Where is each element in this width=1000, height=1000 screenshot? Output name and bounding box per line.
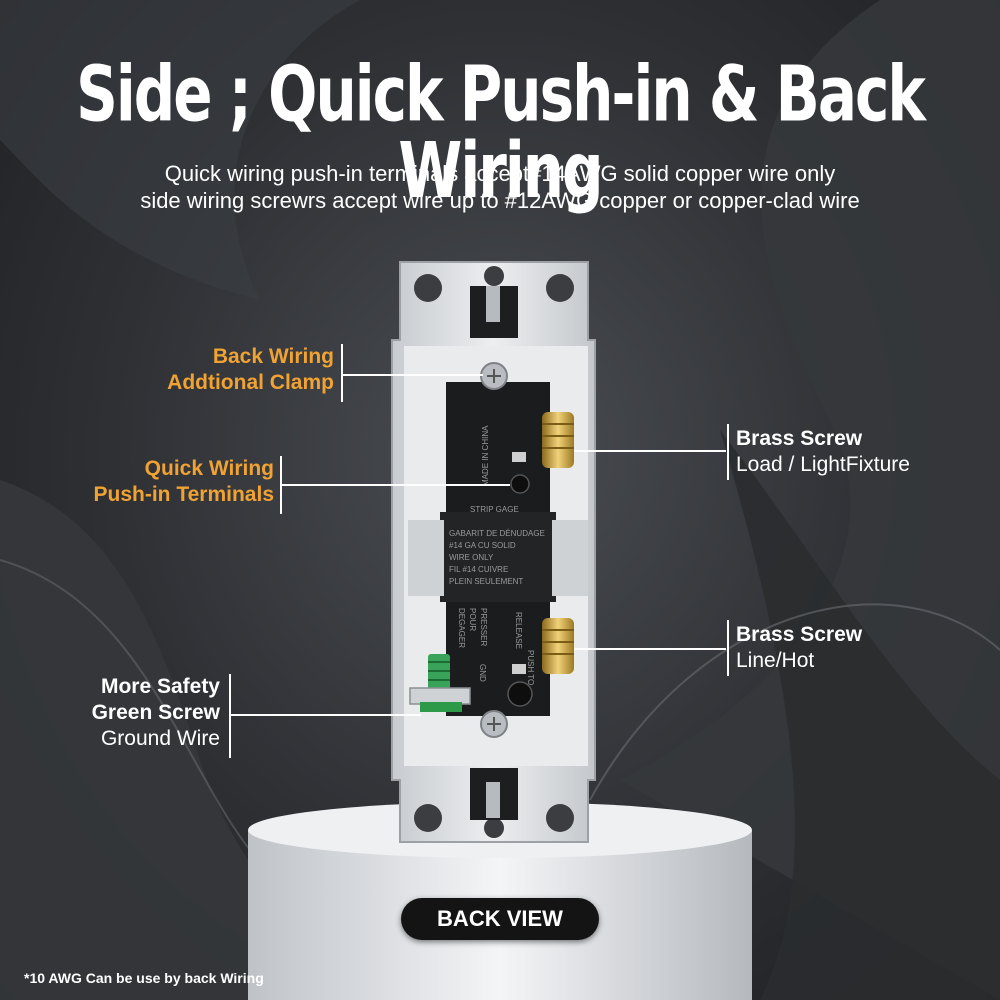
- callout-push-in: Quick Wiring Push-in Terminals: [20, 456, 274, 508]
- marking-gabarit-4: FIL #14 CUIVRE: [449, 565, 508, 574]
- subtitle-line-2: side wiring screwrs accept wire up to #1…: [140, 188, 860, 213]
- clamp-screw-icon: [480, 362, 508, 390]
- marking-strip-gage: STRIP GAGE: [470, 505, 519, 514]
- marking-gabarit-2: #14 GA CU SOLID: [449, 541, 516, 550]
- callout-back-clamp-line1: Back Wiring: [212, 345, 334, 368]
- marking-made-in: MADE IN CHINA: [481, 425, 490, 486]
- subtitle-line-1: Quick wiring push-in terminals accept#14…: [164, 161, 836, 186]
- callout-brass-line: Brass Screw Line/Hot: [736, 622, 986, 674]
- callout-ground-line1: More Safety: [100, 675, 220, 698]
- brass-screw-line-icon: [542, 618, 574, 674]
- marking-presser: PRESSER: [479, 608, 488, 646]
- callout-push-in-line2: Push-in Terminals: [93, 483, 274, 506]
- marking-gabarit-1: GABARIT DE DÉNUDAGE: [449, 529, 545, 538]
- callout-brass-load: Brass Screw Load / LightFixture: [736, 426, 986, 478]
- callout-brass-load-line1: Brass Screw: [736, 427, 863, 450]
- back-view-badge: BACK VIEW: [401, 898, 599, 940]
- green-ground-screw-icon: [409, 654, 471, 712]
- marking-release: RELEASE: [514, 612, 523, 649]
- marking-push-to: PUSH TO: [526, 650, 535, 685]
- callout-brass-line-line1: Brass Screw: [736, 623, 863, 646]
- bottom-screw-icon: [480, 710, 508, 738]
- callout-brass-load-bar: [727, 424, 729, 480]
- callout-brass-load-leader: [574, 450, 726, 452]
- callout-ground: More Safety Green Screw Ground Wire: [20, 674, 220, 752]
- callout-brass-load-line2: Load / LightFixture: [736, 453, 910, 476]
- marking-gabarit-3: WIRE ONLY: [449, 553, 494, 562]
- callout-ground-bar: [229, 674, 231, 758]
- callout-ground-leader: [231, 714, 421, 716]
- callout-back-clamp-line2: Addtional Clamp: [167, 371, 334, 394]
- marking-gabarit-5: PLEIN SEULEMENT: [449, 577, 523, 586]
- switch-body: STRIP GAGE GABARIT DE DÉNUDAGE #14 GA CU…: [408, 382, 588, 716]
- callout-brass-line-bar: [727, 620, 729, 676]
- callout-back-clamp: Back Wiring Addtional Clamp: [80, 344, 334, 396]
- callout-brass-line-leader: [574, 648, 726, 650]
- marking-gnd: GND: [478, 664, 487, 682]
- callout-brass-line-line2: Line/Hot: [736, 649, 815, 672]
- marking-pour: POUR: [468, 608, 477, 631]
- callout-push-in-bar: [280, 456, 282, 514]
- footnote: *10 AWG Can be use by back Wiring: [24, 970, 264, 986]
- page-title: Side ; Quick Push-in & Back Wiring: [76, 49, 926, 216]
- callout-back-clamp-bar: [341, 344, 343, 402]
- callout-push-in-leader: [282, 484, 510, 486]
- callout-push-in-line1: Quick Wiring: [144, 457, 274, 480]
- callout-back-clamp-leader: [343, 374, 483, 376]
- callout-ground-line2: Green Screw: [91, 701, 220, 724]
- callout-ground-line3: Ground Wire: [100, 727, 220, 750]
- brass-screw-load-icon: [542, 412, 574, 468]
- marking-degager: DEGAGER: [457, 608, 466, 648]
